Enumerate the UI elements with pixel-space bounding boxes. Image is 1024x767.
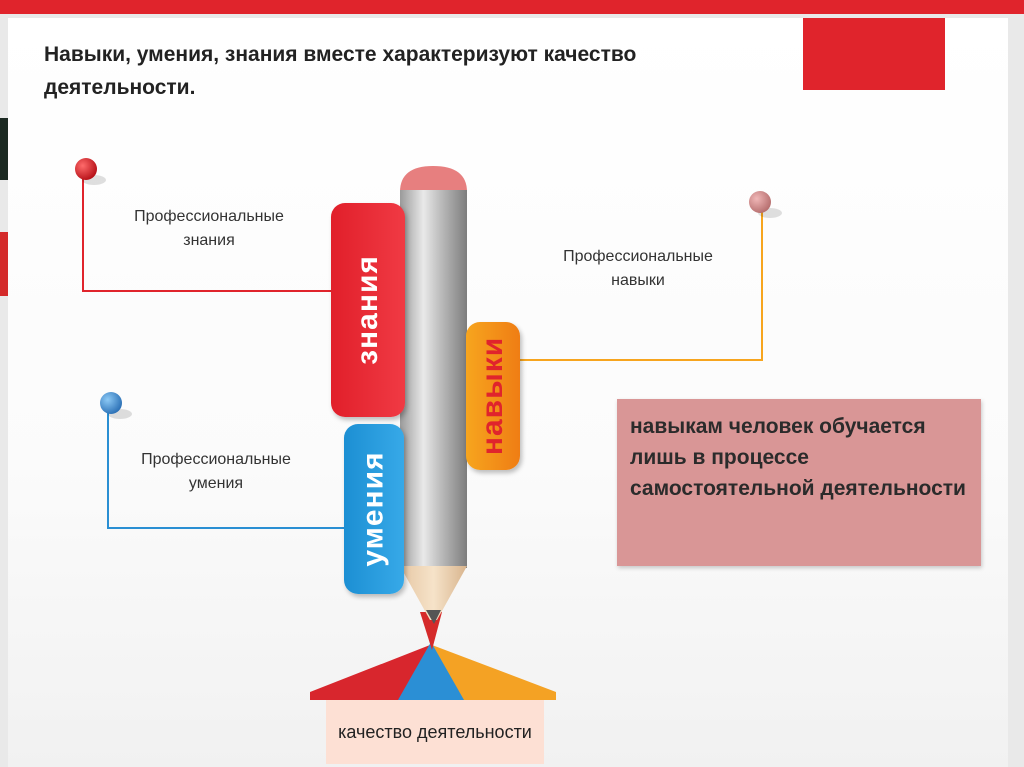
skills-connector-line — [520, 205, 763, 361]
abilities-tab: умения — [344, 424, 404, 594]
pencil-eraser — [400, 166, 467, 192]
slide-title: Навыки, умения, знания вместе характериз… — [44, 43, 637, 99]
blue-pin — [100, 392, 122, 414]
abilities-connector-line — [107, 409, 344, 529]
skills-tab-label: навыки — [476, 336, 510, 456]
pencil-graphite-tip — [426, 610, 441, 624]
top-accent-bar — [0, 0, 1024, 14]
knowledge-connector-line — [82, 172, 331, 292]
corner-red-block — [803, 18, 945, 90]
label-professional-abilities: Профессиональные умения — [141, 451, 291, 492]
pencil-wood-tip — [400, 566, 467, 620]
red-pin — [75, 158, 97, 180]
left-dark-strip — [0, 118, 8, 180]
info-callout-text: навыкам человек обучается лишь в процесс… — [630, 415, 966, 500]
knowledge-tab-label: знания — [351, 255, 385, 365]
red-wedge — [310, 645, 430, 700]
orange-wedge — [432, 645, 556, 700]
label-professional-knowledge: Профессиональные знания — [134, 208, 284, 249]
blue-wedge — [398, 642, 464, 700]
left-red-strip — [0, 232, 8, 296]
result-box-text: качество деятельности — [338, 722, 532, 742]
pencil-body — [400, 190, 467, 568]
pencil-lead-cone — [420, 612, 442, 650]
label-professional-skills: Профессиональные навыки — [563, 248, 713, 289]
abilities-tab-label: умения — [357, 451, 391, 567]
pink-pin — [749, 191, 771, 213]
result-box: качество деятельности — [326, 700, 544, 764]
knowledge-tab: знания — [331, 203, 405, 417]
skills-tab: навыки — [466, 322, 520, 470]
info-callout-box: навыкам человек обучается лишь в процесс… — [617, 399, 981, 566]
